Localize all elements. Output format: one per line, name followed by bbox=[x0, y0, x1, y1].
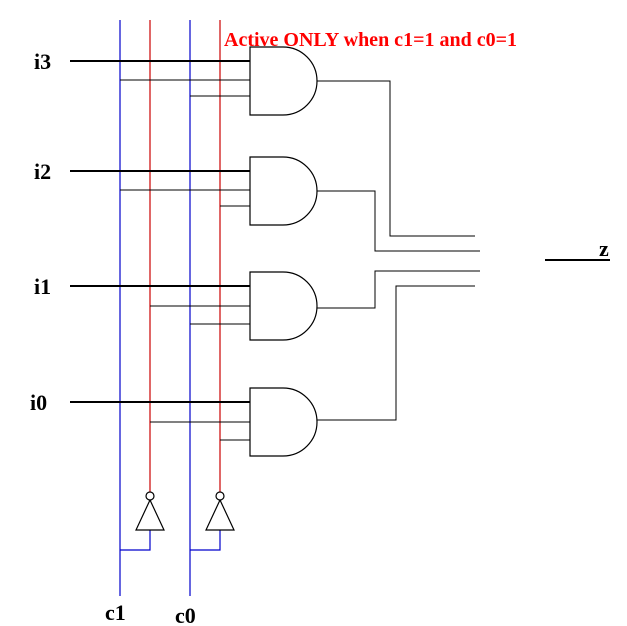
input-label-i0: i0 bbox=[30, 390, 47, 415]
inverter-c1 bbox=[120, 491, 165, 551]
annotation-label: Active ONLY when c1=1 and c0=1 bbox=[224, 29, 517, 51]
inverter-c0-body bbox=[205, 498, 235, 531]
output-label-z: z bbox=[599, 236, 609, 261]
and-gate-i2 bbox=[70, 156, 480, 252]
inverter-c0-bubble bbox=[215, 491, 225, 501]
inverter-c1-body bbox=[135, 498, 165, 531]
inverter-c0-input-wire bbox=[190, 530, 221, 551]
gate-output-wire bbox=[317, 270, 480, 309]
inverter-c1-input-wire bbox=[120, 530, 151, 551]
control-label-c1: c1 bbox=[105, 600, 126, 625]
control-lines bbox=[119, 20, 221, 596]
input-label-i3: i3 bbox=[34, 49, 51, 74]
and-gate-i3 bbox=[70, 46, 475, 237]
and-gate-body bbox=[249, 271, 318, 341]
gate-output-wire bbox=[317, 190, 480, 252]
gate-output-wire bbox=[317, 80, 475, 237]
and-gate-body bbox=[249, 156, 318, 226]
and-gate-body bbox=[249, 46, 318, 116]
input-label-i2: i2 bbox=[34, 159, 51, 184]
and-gate-body bbox=[249, 387, 318, 457]
and-gate-i0 bbox=[70, 285, 475, 457]
gate-output-wire bbox=[317, 285, 475, 421]
and-gate-i1 bbox=[70, 270, 480, 341]
input-label-i1: i1 bbox=[34, 274, 51, 299]
inverter-c0 bbox=[190, 491, 235, 551]
control-label-c0: c0 bbox=[175, 603, 196, 626]
inverter-c1-bubble bbox=[145, 491, 155, 501]
